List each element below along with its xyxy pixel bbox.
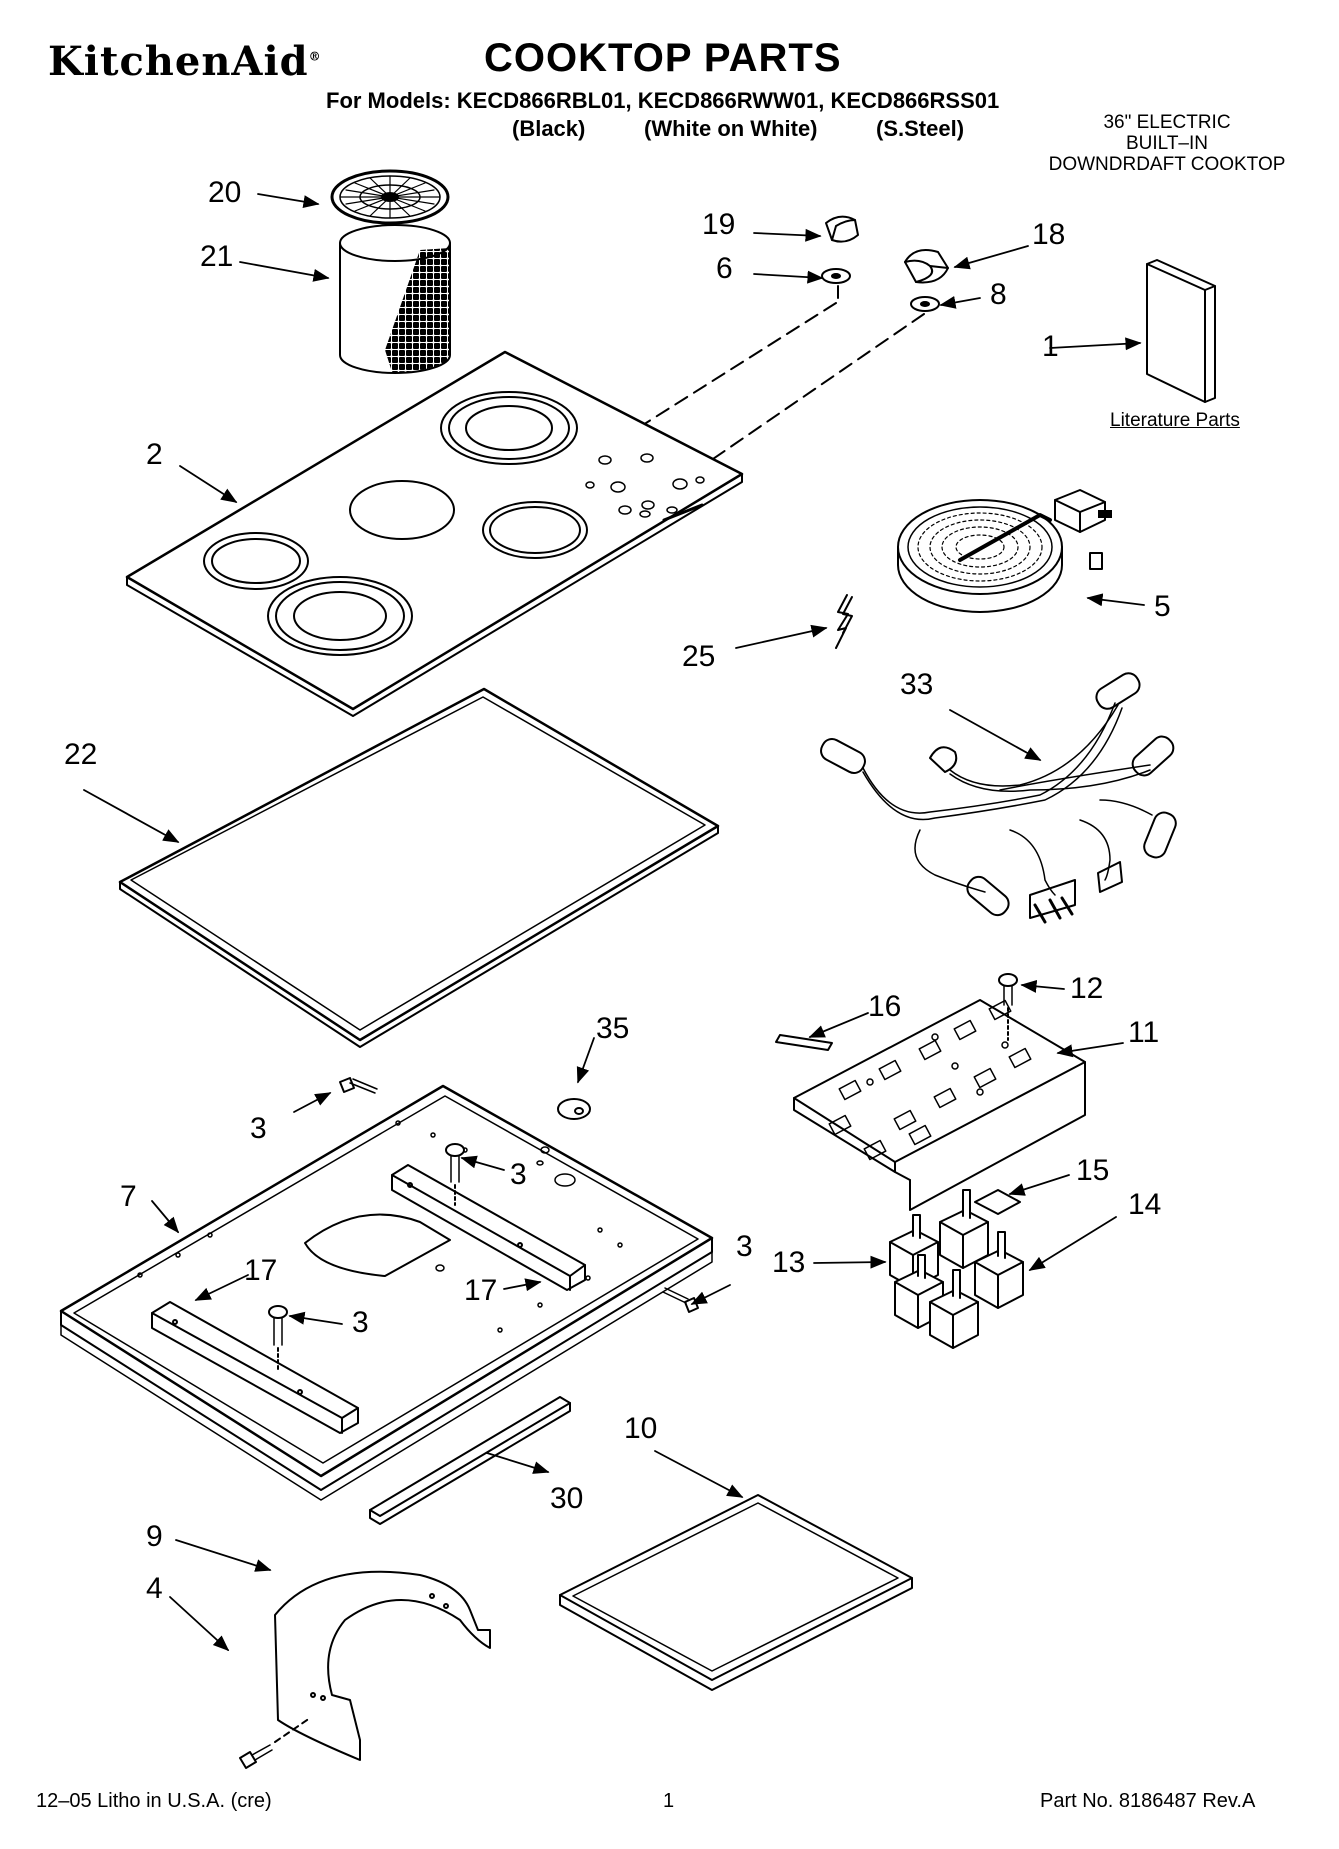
screw-icon: [269, 1306, 287, 1370]
screw-icon: [999, 974, 1017, 1040]
front-trim-strip: [370, 1397, 570, 1524]
models-line: For Models: KECD866RBL01, KECD866RWW01, …: [326, 88, 1000, 113]
literature-parts-label: Literature Parts: [1110, 410, 1240, 431]
grease-tray: [560, 1495, 912, 1690]
radiant-surface-element: [898, 490, 1112, 612]
screw-icon: [240, 1718, 310, 1768]
dashed-leader-knob-small: [608, 286, 838, 447]
screw-icon: [446, 1144, 464, 1205]
callout-5: 5: [1154, 590, 1171, 623]
literature-booklet: [1147, 260, 1215, 402]
mounting-plate: [975, 1190, 1020, 1214]
callout-21: 21: [200, 240, 234, 273]
callout-20: 20: [208, 176, 242, 209]
screw-icon: [340, 1078, 377, 1093]
callout-17-left: 17: [244, 1254, 278, 1287]
cooktop-base-pan: [61, 1086, 712, 1500]
registered-mark-icon: ®: [308, 49, 322, 64]
callout-6: 6: [716, 252, 733, 285]
callout-15: 15: [1076, 1154, 1110, 1187]
callout-3-lower: 3: [352, 1306, 369, 1339]
callout-8: 8: [990, 278, 1007, 311]
knob-washer-large: [911, 297, 939, 311]
callout-17-center: 17: [464, 1274, 498, 1307]
grommet: [558, 1099, 590, 1119]
callout-1: 1: [1042, 330, 1059, 363]
footer-page-number: 1: [663, 1790, 675, 1812]
infinite-switch: [930, 1270, 978, 1348]
callout-19: 19: [702, 208, 736, 241]
appliance-line-1: 36" ELECTRIC: [1103, 112, 1231, 133]
infinite-switch: [940, 1190, 988, 1268]
variant-black: (Black): [512, 116, 586, 141]
callout-35: 35: [596, 1012, 630, 1045]
filter-canister: [340, 225, 450, 373]
callout-33: 33: [900, 668, 934, 701]
knob-washer-small: [822, 269, 850, 283]
retaining-clip: [836, 595, 852, 648]
callout-4: 4: [146, 1572, 163, 1605]
callout-18: 18: [1032, 218, 1066, 251]
callout-3-center: 3: [510, 1158, 527, 1191]
callout-3-right: 3: [736, 1230, 753, 1263]
callout-12: 12: [1070, 972, 1104, 1005]
switch-mounting-box: [794, 1000, 1085, 1210]
callout-25: 25: [682, 640, 716, 673]
callout-9: 9: [146, 1520, 163, 1553]
cooktop-glass: [127, 352, 742, 716]
document-title: COOKTOP PARTS: [484, 36, 842, 80]
callout-13: 13: [772, 1246, 806, 1279]
variant-white: (White on White): [644, 116, 818, 141]
control-knob-large: [905, 250, 948, 282]
cooktop-gasket: [120, 689, 718, 1047]
wire-harness: [818, 669, 1179, 922]
duct-shield: [275, 1572, 490, 1760]
callout-16: 16: [868, 990, 902, 1023]
control-knob-small: [826, 217, 858, 242]
callout-10: 10: [624, 1412, 658, 1445]
callout-2: 2: [146, 438, 163, 471]
footer-part-number: Part No. 8186487 Rev.A: [1040, 1790, 1256, 1812]
callout-3-top: 3: [250, 1112, 267, 1145]
callout-22: 22: [64, 738, 98, 771]
label-strip: [776, 1035, 832, 1050]
callout-leaders: [84, 194, 1144, 1652]
brand-logo: KitchenAid®: [48, 38, 322, 85]
variant-steel: (S.Steel): [876, 116, 965, 141]
callout-30: 30: [550, 1482, 584, 1515]
infinite-switch: [975, 1232, 1023, 1308]
callout-7: 7: [120, 1180, 137, 1213]
callout-14: 14: [1128, 1188, 1162, 1221]
appliance-line-3: DOWNDRDAFT COOKTOP: [1048, 154, 1286, 175]
mounting-bracket-right: [392, 1165, 585, 1290]
dashed-leader-knob-large: [678, 314, 924, 483]
callout-11: 11: [1128, 1016, 1160, 1049]
footer-litho: 12–05 Litho in U.S.A. (cre): [36, 1790, 272, 1812]
mounting-bracket-left: [152, 1302, 358, 1433]
vent-grille: [332, 171, 448, 223]
appliance-line-2: BUILT–IN: [1125, 133, 1208, 154]
appliance-description: 36" ELECTRIC BUILT–IN DOWNDRDAFT COOKTOP: [1012, 112, 1322, 175]
screw-icon: [663, 1288, 698, 1312]
